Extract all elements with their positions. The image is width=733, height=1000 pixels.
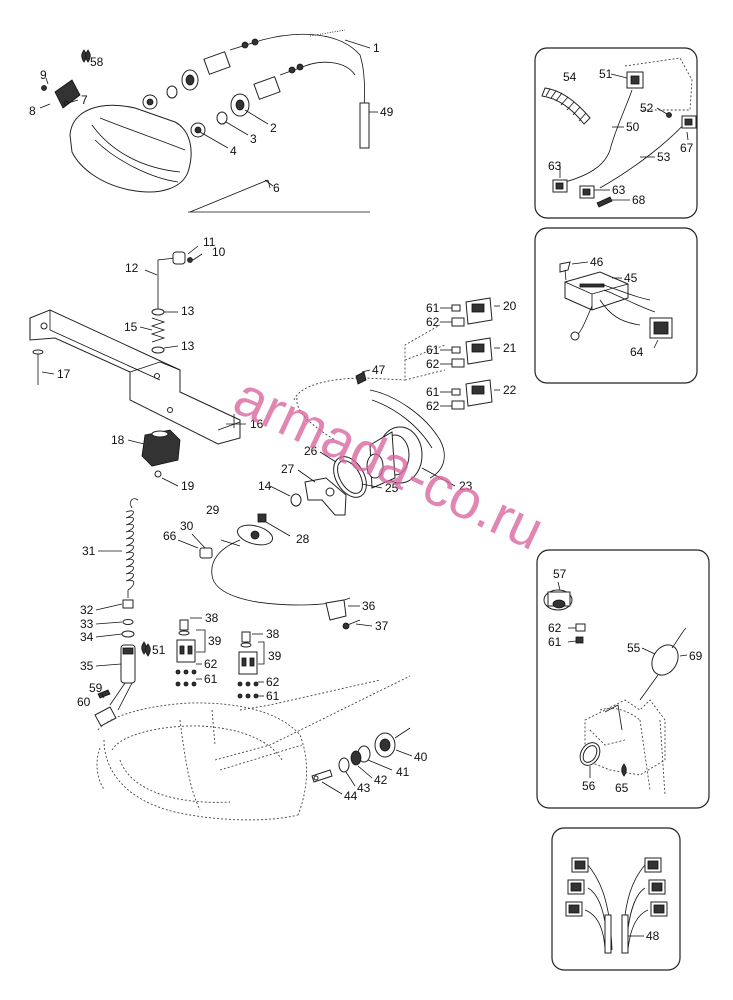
callout-17: 17 — [57, 367, 71, 381]
callout-63b: 63 — [612, 183, 626, 197]
callout-36: 36 — [362, 599, 376, 613]
callout-43: 43 — [357, 781, 371, 795]
callout-19: 19 — [181, 479, 195, 493]
callout-52: 52 — [640, 101, 654, 115]
callout-6: 6 — [273, 181, 280, 195]
gauge-and-switches — [257, 297, 500, 537]
callout-27: 27 — [281, 462, 295, 476]
inset-panel-sensor — [536, 549, 710, 809]
callout-62e: 62 — [266, 675, 280, 689]
callout-25: 25 — [385, 481, 399, 495]
inset-panel-module — [534, 227, 698, 384]
callout-3: 3 — [250, 132, 257, 146]
callout-40: 40 — [414, 750, 428, 764]
callout-62f: 62 — [548, 621, 562, 635]
callout-labels: 1 2 3 4 6 7 8 9 58 49 10 11 12 13 13 15 … — [29, 41, 703, 943]
callout-44: 44 — [344, 789, 358, 803]
callout-26: 26 — [304, 444, 318, 458]
callout-53: 53 — [657, 150, 671, 164]
callout-54: 54 — [563, 70, 577, 84]
callout-15: 15 — [124, 320, 138, 334]
callout-47: 47 — [372, 363, 386, 377]
callout-61c: 61 — [426, 385, 440, 399]
callout-22: 22 — [503, 383, 517, 397]
callout-63a: 63 — [548, 159, 562, 173]
callout-29: 29 — [206, 503, 220, 517]
callout-62c: 62 — [426, 399, 440, 413]
callout-61d: 61 — [204, 672, 218, 686]
headlight-assembly — [39, 29, 378, 213]
callout-9: 9 — [40, 68, 47, 82]
callout-11: 11 — [203, 235, 216, 249]
callout-66: 66 — [163, 529, 177, 543]
callout-45: 45 — [624, 271, 638, 285]
callout-23: 23 — [459, 479, 473, 493]
hull-and-ignition — [96, 524, 413, 821]
callout-4: 4 — [230, 144, 237, 158]
callout-13a: 13 — [181, 304, 195, 318]
callout-39a: 39 — [208, 634, 222, 648]
callout-55: 55 — [627, 641, 641, 655]
callout-12: 12 — [125, 261, 139, 275]
callout-42: 42 — [374, 773, 388, 787]
callout-46: 46 — [590, 255, 604, 269]
inset-panel-connectors — [551, 827, 681, 971]
callout-50: 50 — [626, 120, 640, 134]
callout-61b: 61 — [426, 343, 440, 357]
callout-13b: 13 — [181, 339, 195, 353]
coil-cord-assembly — [94, 498, 147, 727]
callout-57: 57 — [553, 567, 567, 581]
callout-49: 49 — [380, 105, 394, 119]
callout-60: 60 — [77, 695, 91, 709]
callout-56: 56 — [582, 779, 596, 793]
callout-48: 48 — [646, 929, 660, 943]
callout-33: 33 — [80, 617, 94, 631]
callout-69: 69 — [689, 649, 703, 663]
callout-59: 59 — [89, 681, 103, 695]
callout-62a: 62 — [426, 315, 440, 329]
callout-67: 67 — [680, 141, 694, 155]
callout-2: 2 — [270, 121, 277, 135]
callout-37: 37 — [375, 619, 389, 633]
callout-51b: 51 — [152, 643, 166, 657]
callout-30: 30 — [180, 519, 194, 533]
callout-31: 31 — [82, 544, 96, 558]
inset-panel-harness — [534, 47, 698, 219]
callout-58: 58 — [90, 55, 104, 69]
callout-64: 64 — [630, 345, 644, 359]
callout-65: 65 — [615, 781, 629, 795]
callout-38b: 38 — [266, 627, 280, 641]
callout-1: 1 — [373, 41, 380, 55]
callout-28: 28 — [296, 532, 310, 546]
callout-41: 41 — [396, 765, 410, 779]
callout-20: 20 — [503, 299, 517, 313]
callout-14: 14 — [258, 479, 272, 493]
callout-16: 16 — [250, 417, 264, 431]
callout-35: 35 — [80, 659, 94, 673]
callout-7: 7 — [81, 93, 88, 107]
callout-62b: 62 — [426, 357, 440, 371]
callout-8: 8 — [29, 104, 36, 118]
callout-61f: 61 — [548, 635, 562, 649]
callout-38a: 38 — [205, 611, 219, 625]
callout-10: 10 — [212, 245, 226, 259]
callout-39b: 39 — [268, 649, 282, 663]
callout-21: 21 — [503, 341, 517, 355]
callout-62d: 62 — [204, 657, 218, 671]
callout-61a: 61 — [426, 301, 440, 315]
callout-32: 32 — [80, 603, 94, 617]
callout-61e: 61 — [266, 689, 280, 703]
callout-18: 18 — [111, 433, 125, 447]
steering-bracket — [29, 245, 246, 487]
callout-34: 34 — [80, 630, 94, 644]
callout-51a: 51 — [599, 67, 613, 81]
callout-68: 68 — [632, 193, 646, 207]
